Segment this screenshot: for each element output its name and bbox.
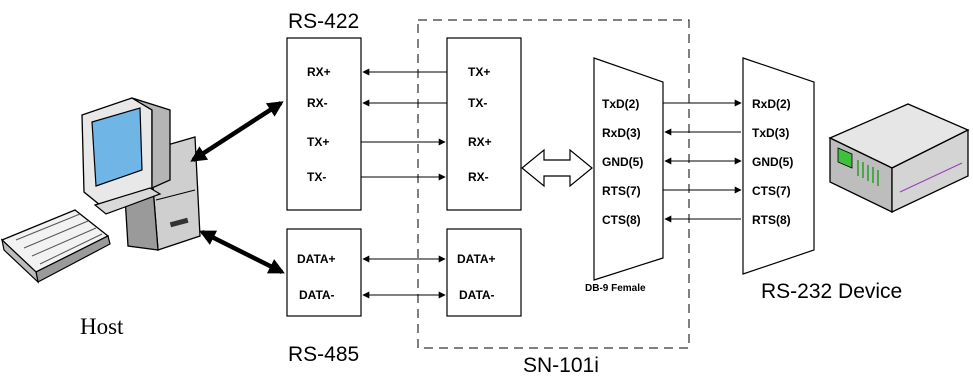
rs422-label: RS-422 (288, 10, 359, 33)
rs485-host-pin: DATA+ (297, 252, 336, 266)
rs485-host-box (286, 228, 362, 317)
computer-icon (0, 97, 201, 284)
rs422-sn-pin: RX- (468, 170, 489, 184)
rs232-device-icon (828, 103, 970, 214)
db9-pin: RTS(7) (602, 184, 641, 198)
device-pin: TxD(3) (752, 126, 789, 140)
db9-pin: CTS(8) (602, 213, 641, 227)
device-pin: CTS(7) (752, 184, 791, 198)
rs485-label: RS-485 (288, 343, 359, 366)
rs422-sn-pin: TX+ (468, 65, 490, 79)
db9-pin: RxD(3) (602, 126, 641, 140)
sn101i-enclosure (417, 19, 690, 349)
device-pin: RxD(2) (752, 97, 791, 111)
host-rs422-link (190, 101, 284, 162)
device-pin: RTS(8) (752, 213, 791, 227)
rs485-sn-pin: DATA- (459, 288, 495, 302)
rs422-sn-box (446, 37, 522, 211)
sn101i-label: SN-101i (523, 354, 599, 377)
rs422-host-pin: TX+ (307, 135, 329, 149)
host-label: Host (80, 314, 124, 339)
db9-connector (593, 57, 664, 281)
db9-pin: GND(5) (602, 155, 643, 169)
db9-label: DB-9 Female (585, 283, 646, 294)
device-connector (742, 57, 815, 275)
rs485-sn-pin: DATA+ (457, 252, 496, 266)
rs485-sn-box (446, 228, 522, 317)
device-pin: GND(5) (752, 155, 793, 169)
rs422-host-box (286, 37, 362, 211)
rs422-sn-pin: RX+ (468, 135, 492, 149)
rs485-host-pin: DATA- (299, 288, 335, 302)
host-rs485-link (199, 229, 285, 275)
rs422-host-pin: TX- (307, 170, 326, 184)
internal-bus-arrow (521, 148, 593, 188)
rs422-sn-pin: TX- (468, 96, 487, 110)
rs422-host-pin: RX+ (307, 65, 331, 79)
rs232-device-label: RS-232 Device (761, 280, 902, 303)
db9-pin: TxD(2) (602, 97, 639, 111)
rs422-host-pin: RX- (307, 96, 328, 110)
